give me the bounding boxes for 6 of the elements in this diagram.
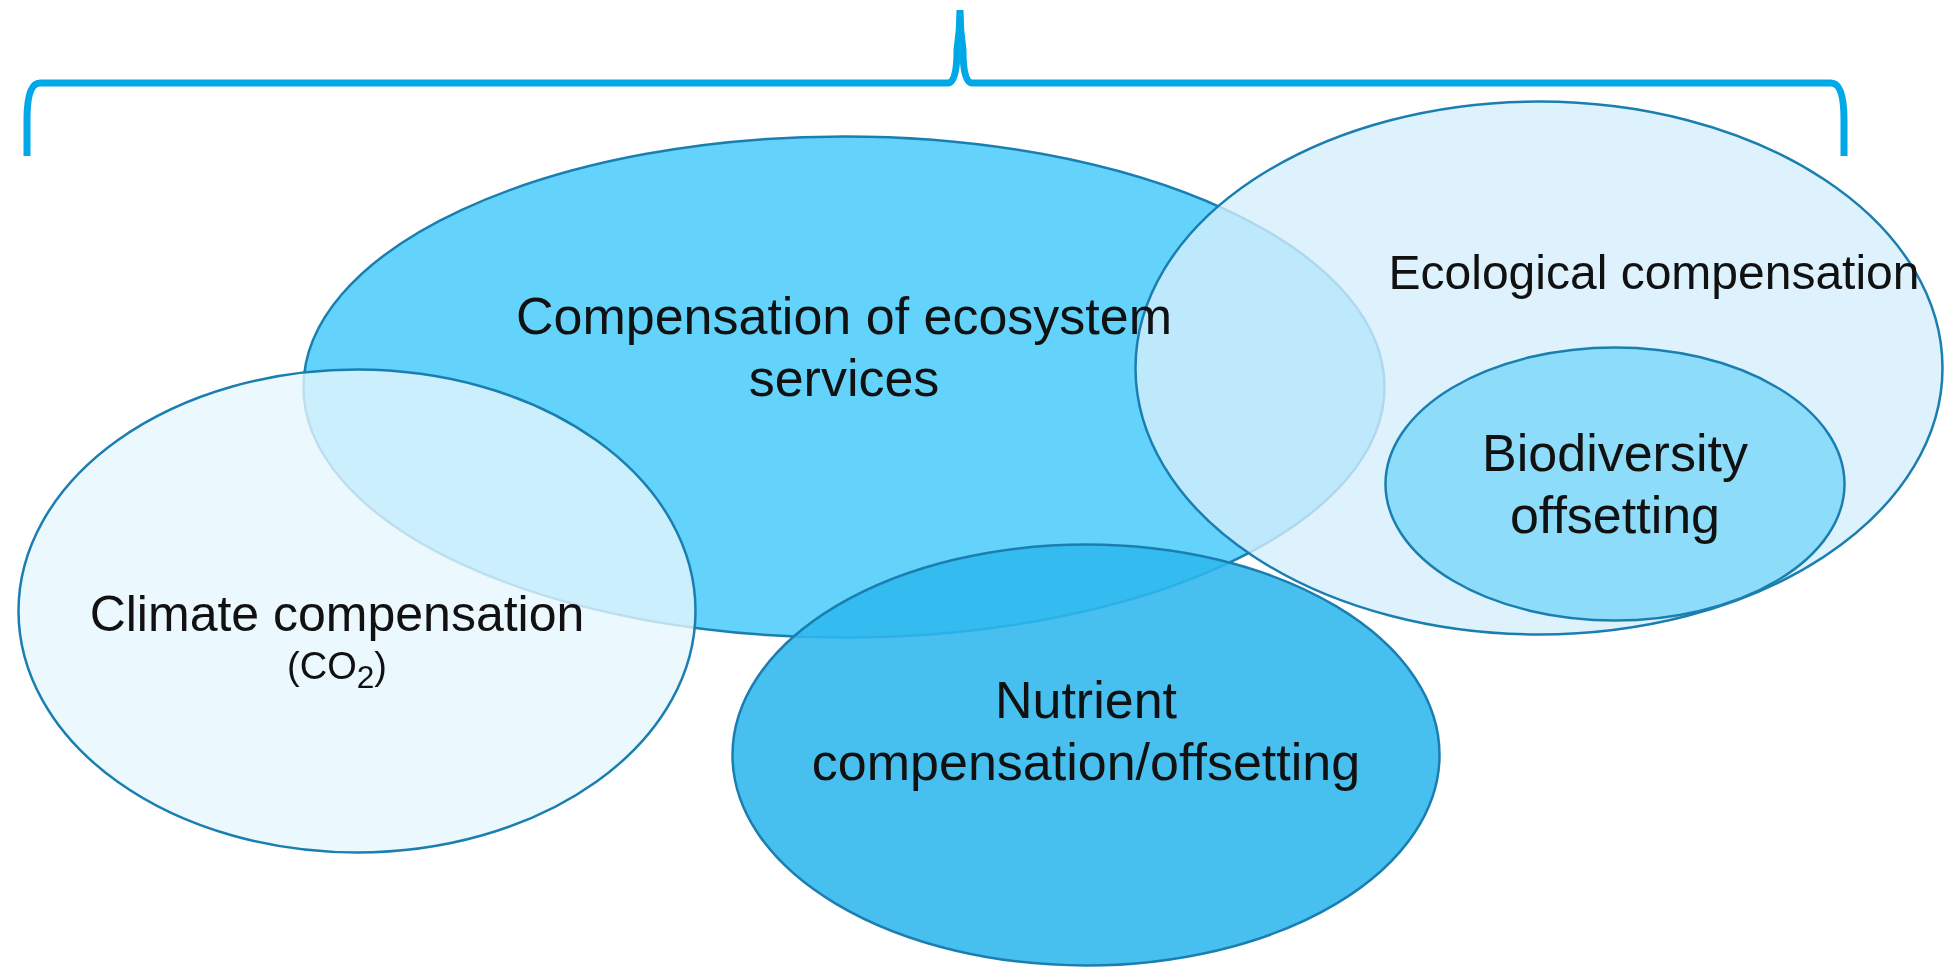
category-sublabel: (CO$_{2}$) bbox=[286, 644, 388, 696]
category-label: Climate compensation bbox=[88, 585, 586, 645]
category-label: Compensation of ecosystem services bbox=[514, 285, 1174, 409]
category-label: Ecological compensation bbox=[1387, 245, 1921, 302]
category-label: Biodiversity offsetting bbox=[1481, 422, 1749, 546]
category-label: Nutrient compensation/offsetting bbox=[810, 669, 1362, 793]
